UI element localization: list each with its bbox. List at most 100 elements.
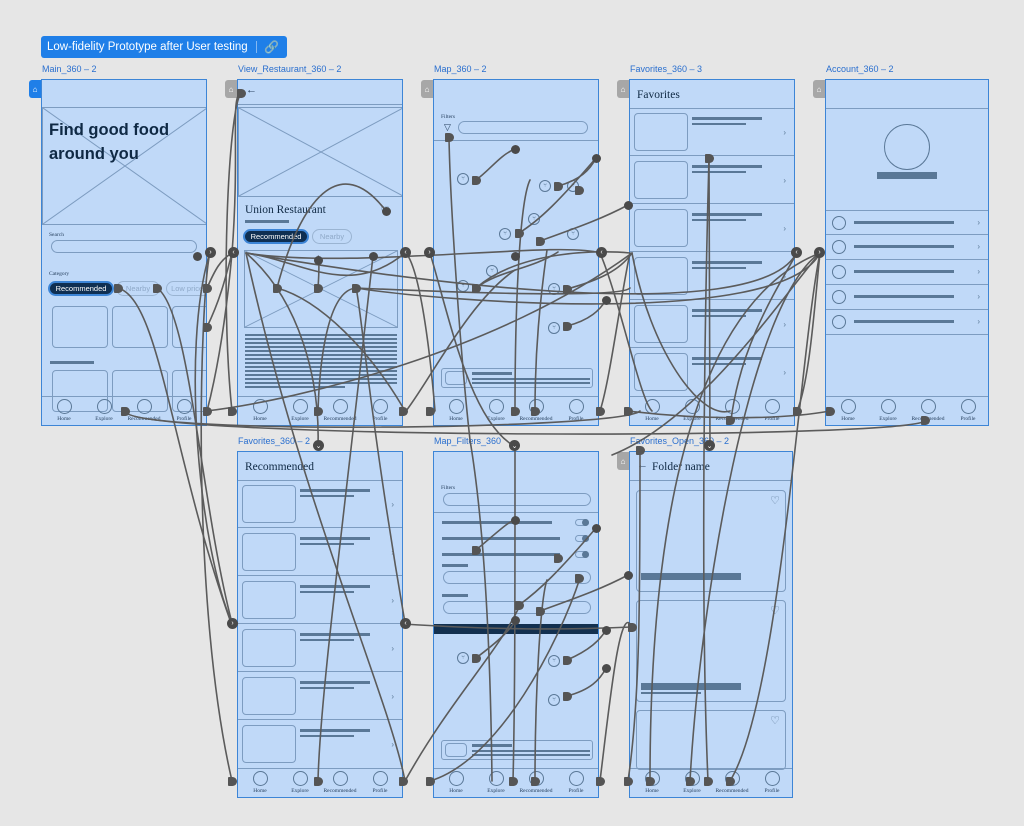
avatar[interactable]: [884, 124, 930, 170]
filter-search-input[interactable]: [443, 493, 591, 506]
folder-card[interactable]: ♡: [636, 710, 786, 770]
frame-label-recommended[interactable]: Favorites_360 – 2: [238, 436, 311, 446]
nav-profile[interactable]: Profile: [556, 771, 596, 794]
map-pin-icon[interactable]: ⑂: [548, 322, 560, 334]
nav-recommended[interactable]: Recommended: [320, 399, 360, 422]
chip-nearby[interactable]: Nearby: [312, 229, 352, 244]
category-label: Category: [49, 271, 70, 277]
map-pin-icon[interactable]: ⑂: [567, 228, 579, 240]
settings-row[interactable]: ›: [826, 285, 988, 310]
frame-label-main[interactable]: Main_360 – 2: [42, 64, 97, 74]
home-flag-icon[interactable]: ⌂: [617, 452, 629, 470]
chip-recommended[interactable]: Recommended: [243, 229, 309, 244]
list-item[interactable]: ›: [238, 624, 402, 672]
food-card[interactable]: [172, 306, 206, 348]
food-card[interactable]: [52, 370, 108, 412]
map-pin-icon[interactable]: ⑂: [548, 655, 560, 667]
nav-home[interactable]: Home: [44, 399, 84, 422]
list-item[interactable]: ›: [238, 720, 402, 768]
nav-profile[interactable]: Profile: [752, 771, 792, 794]
nav-home[interactable]: Home: [240, 399, 280, 422]
map-pin-icon[interactable]: ⑂: [486, 265, 498, 277]
frame-label-map-filters[interactable]: Map_Filters_360: [434, 436, 502, 446]
nav-home[interactable]: Home: [240, 771, 280, 794]
frame-label-map[interactable]: Map_360 – 2: [434, 64, 487, 74]
map-pin-icon[interactable]: ⑂: [539, 180, 551, 192]
frame-label-view-restaurant[interactable]: View_Restaurant_360 – 2: [238, 64, 342, 74]
chip-recommended[interactable]: Recommended: [48, 281, 114, 296]
heart-icon[interactable]: ♡: [770, 605, 780, 617]
nav-home[interactable]: Home: [436, 399, 476, 422]
frame-main[interactable]: Find good food around you Search Categor…: [41, 79, 207, 426]
prototype-title-badge[interactable]: Low-fidelity Prototype after User testin…: [41, 36, 287, 58]
back-arrow-icon[interactable]: ←: [637, 459, 648, 471]
folder-card[interactable]: ♡: [636, 600, 786, 702]
map-pin-icon[interactable]: ⑂: [457, 173, 469, 185]
list-item[interactable]: ›: [630, 348, 794, 396]
filter-icon[interactable]: ▽: [444, 122, 451, 132]
heart-icon[interactable]: ♡: [770, 495, 780, 507]
settings-row[interactable]: ›: [826, 210, 988, 235]
frame-recommended[interactable]: Recommended › › › › › › Home Explore Rec…: [237, 451, 403, 798]
apply-filters-bar[interactable]: [434, 624, 598, 634]
settings-row[interactable]: ›: [826, 235, 988, 260]
chip-low-prices[interactable]: Low prices: [166, 281, 206, 296]
list-item[interactable]: ›: [630, 108, 794, 156]
frame-label-account[interactable]: Account_360 – 2: [826, 64, 894, 74]
map-search-input[interactable]: [458, 121, 588, 134]
list-item[interactable]: ›: [630, 204, 794, 252]
map-result-card[interactable]: [441, 740, 593, 760]
search-input[interactable]: [51, 240, 197, 253]
home-flag-icon[interactable]: ⌂: [225, 80, 237, 98]
frame-label-favorites[interactable]: Favorites_360 – 3: [630, 64, 703, 74]
nav-profile[interactable]: Profile: [164, 399, 204, 422]
home-flag-icon[interactable]: ⌂: [29, 80, 41, 98]
map-pin-icon[interactable]: ⑂: [457, 652, 469, 664]
heart-icon[interactable]: ♡: [770, 715, 780, 727]
home-flag-icon[interactable]: ⌂: [421, 80, 433, 98]
filter-toggle[interactable]: [575, 535, 589, 542]
food-card[interactable]: [52, 306, 108, 348]
map-pin-icon[interactable]: ⑂: [457, 280, 469, 292]
nav-explore[interactable]: Explore: [672, 399, 712, 422]
nav-home[interactable]: Home: [436, 771, 476, 794]
home-flag-icon[interactable]: ⌂: [813, 80, 825, 98]
list-item[interactable]: ›: [630, 156, 794, 204]
food-card[interactable]: [112, 306, 168, 348]
map-pin-icon[interactable]: ⑂: [548, 694, 560, 706]
map-pin-icon[interactable]: ⑂: [528, 213, 540, 225]
frame-favorites[interactable]: Favorites › › › › › › Home Explore Recom…: [629, 79, 795, 426]
nav-profile[interactable]: Profile: [360, 771, 400, 794]
nav-profile[interactable]: Profile: [948, 399, 988, 422]
list-item[interactable]: ›: [238, 528, 402, 576]
list-item[interactable]: ›: [630, 252, 794, 300]
list-item[interactable]: ›: [630, 300, 794, 348]
list-item[interactable]: ›: [238, 480, 402, 528]
map-pin-icon[interactable]: ⑂: [548, 283, 560, 295]
map-result-card[interactable]: [441, 368, 593, 388]
frame-folder[interactable]: ← Folder name ♡ ♡ ♡ Home Explore Recomme…: [629, 451, 793, 798]
nav-home[interactable]: Home: [632, 399, 672, 422]
nav-recommended[interactable]: Recommended: [124, 399, 164, 422]
nav-explore[interactable]: Explore: [868, 399, 908, 422]
folder-card[interactable]: ♡: [636, 490, 786, 592]
filter-toggle[interactable]: [575, 519, 589, 526]
frame-view-restaurant[interactable]: ← Union Restaurant ♡ Recommended Nearby …: [237, 79, 403, 426]
nav-profile[interactable]: Profile: [556, 399, 596, 422]
frame-account[interactable]: › › › › › Home Explore Recommended Profi…: [825, 79, 989, 426]
list-item[interactable]: ›: [238, 576, 402, 624]
nav-profile[interactable]: Profile: [752, 399, 792, 422]
filter-toggle[interactable]: [575, 551, 589, 558]
list-item[interactable]: ›: [238, 672, 402, 720]
nav-explore[interactable]: Explore: [84, 399, 124, 422]
settings-row[interactable]: ›: [826, 260, 988, 285]
nav-recommended[interactable]: Recommended: [320, 771, 360, 794]
nav-profile[interactable]: Profile: [360, 399, 400, 422]
nav-explore[interactable]: Explore: [476, 399, 516, 422]
map-pin-icon[interactable]: ⑂: [499, 228, 511, 240]
filter-field[interactable]: [443, 571, 591, 584]
link-icon[interactable]: 🔗: [264, 40, 280, 54]
settings-row[interactable]: ›: [826, 310, 988, 335]
home-flag-icon[interactable]: ⌂: [617, 80, 629, 98]
back-arrow-icon[interactable]: ←: [246, 84, 257, 96]
